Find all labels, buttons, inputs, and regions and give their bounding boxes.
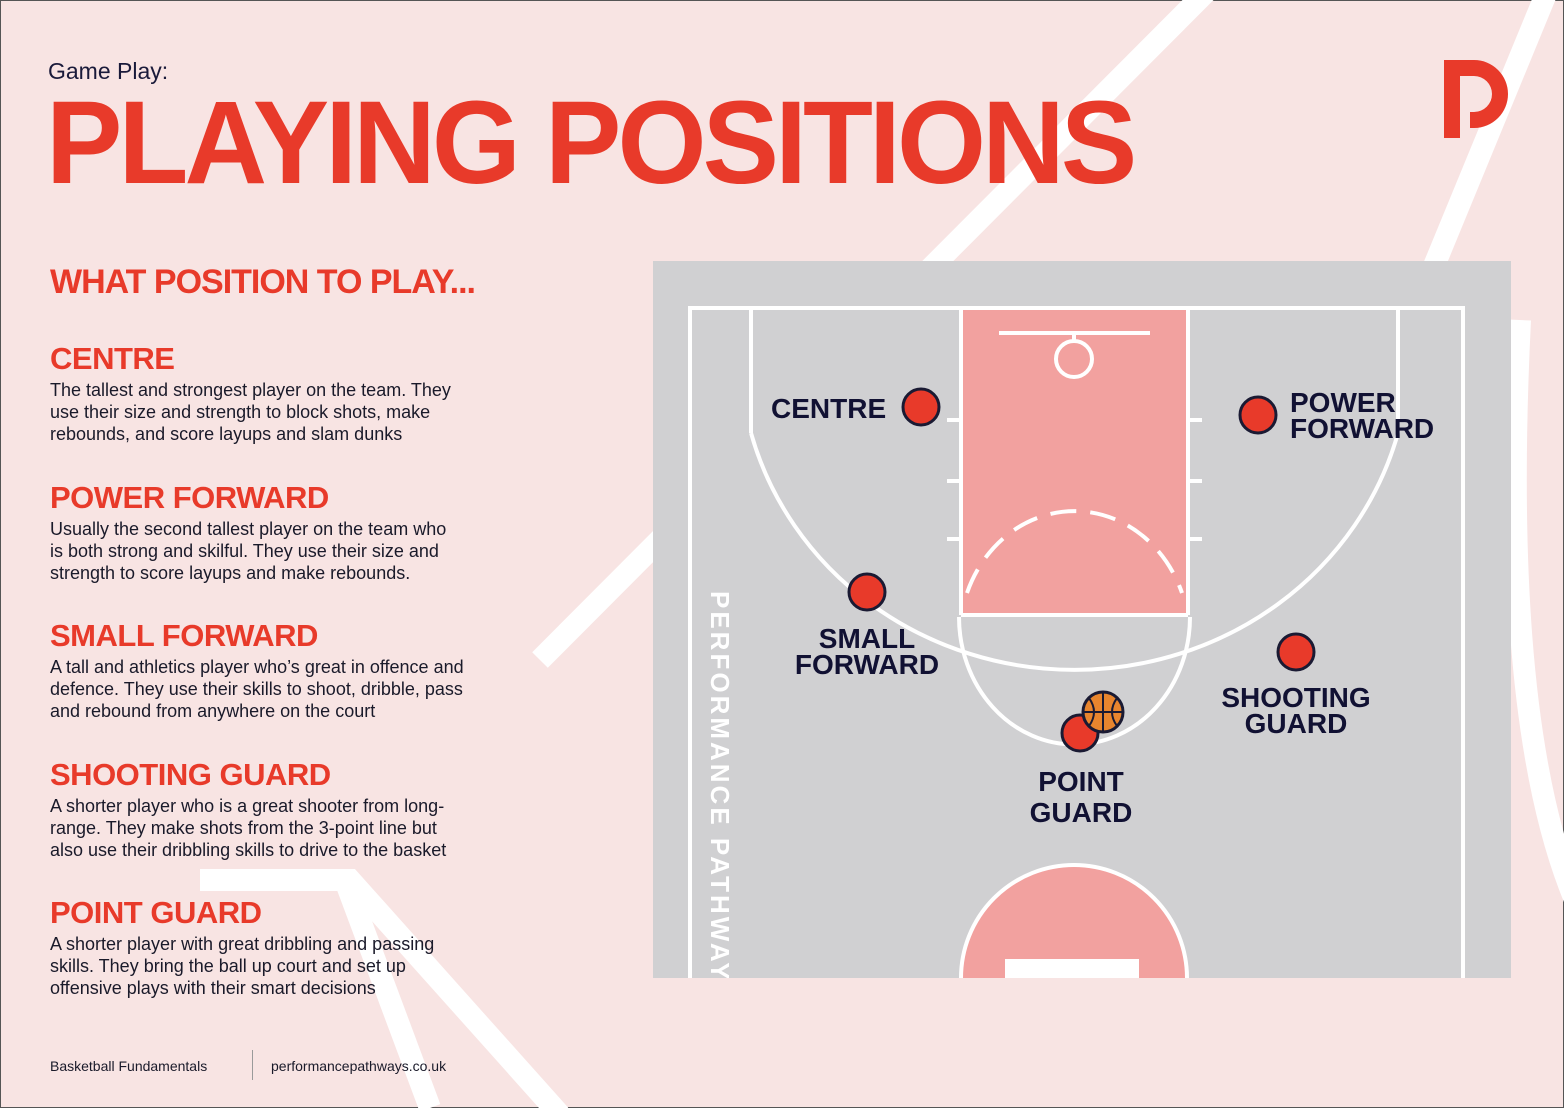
player-dot-icon [1276,632,1316,672]
player-dot-icon [901,387,941,427]
player-label-power-forward: FORWARD [1290,413,1434,444]
free-throw-circle-dashed [965,509,1184,594]
player-label-point-guard: GUARD [1030,797,1133,828]
body-line: and rebound from anywhere on the court [50,701,376,721]
body-line: also use their dribbling skills to drive… [50,840,447,860]
section-body: A shorter player with great dribbling an… [50,933,530,999]
section-heading: POWER FORWARD [50,480,329,515]
body-line: use their size and strength to block sho… [50,402,431,422]
position-section-point-guard: POINT GUARD A shorter player with great … [50,895,530,999]
basketball-icon [1081,690,1125,734]
section-heading: CENTRE [50,341,175,376]
body-line: A shorter player with great dribbling an… [50,934,435,954]
footer-website-link[interactable]: performancepathways.co.uk [271,1058,447,1074]
hoop [1054,339,1094,379]
player-label-point-guard: POINT [1038,766,1124,797]
body-line: is both strong and skilful. They use the… [50,541,439,561]
player-label-shooting-guard: GUARD [1245,708,1348,739]
section-body: A shorter player who is a great shooter … [50,795,530,861]
court-diagram: PERFORMANCE PATHWAYS CENTRE POWER FORWAR… [653,261,1511,978]
supertitle: Game Play: [48,58,169,84]
body-line: strength to score layups and make reboun… [50,563,411,583]
footer-brand: Basketball Fundamentals [50,1058,208,1074]
player-label-power-forward: POWER [1290,387,1396,418]
court-watermark: PERFORMANCE PATHWAYS [705,591,735,978]
d-logo-icon [1444,60,1508,138]
section-intro-heading: WHAT POSITION TO PLAY... [50,263,476,301]
player-label-centre: CENTRE [771,393,886,424]
body-line: A tall and athletics player who’s great … [50,657,464,677]
player-label-small-forward: SMALL [819,623,915,654]
position-section-small-forward: SMALL FORWARD A tall and athletics playe… [50,618,530,722]
body-line: A shorter player who is a great shooter … [50,796,445,816]
section-heading: SHOOTING GUARD [50,757,331,792]
centre-circle [961,865,1187,978]
section-body: Usually the second tallest player on the… [50,518,530,584]
position-section-centre: CENTRE The tallest and strongest player … [50,341,530,445]
body-line: skills. They bring the ball up court and… [50,956,406,976]
body-line: offensive plays with their smart decisio… [50,978,376,998]
three-point-line [749,432,1400,672]
page-title: PLAYING POSITIONS [46,77,1137,209]
position-section-power-forward: POWER FORWARD Usually the second tallest… [50,480,530,584]
player-dot-icon [1238,395,1278,435]
player-dot-icon [847,572,887,612]
player-label-small-forward: FORWARD [795,649,939,680]
body-line: defence. They use their skills to shoot,… [50,679,463,699]
section-body: The tallest and strongest player on the … [50,379,530,445]
key-area [961,308,1188,615]
court-boundary [688,306,1465,978]
section-heading: POINT GUARD [50,895,262,930]
position-section-shooting-guard: SHOOTING GUARD A shorter player who is a… [50,757,530,861]
body-line: rebounds, and score layups and slam dunk… [50,424,403,444]
body-line: The tallest and strongest player on the … [50,380,451,400]
body-line: range. They make shots from the 3-point … [50,818,437,838]
centre-marker [1005,959,1139,978]
section-body: A tall and athletics player who’s great … [50,656,530,722]
body-line: Usually the second tallest player on the… [50,519,447,539]
footer-divider [252,1050,253,1080]
section-heading: SMALL FORWARD [50,618,318,653]
player-label-shooting-guard: SHOOTING [1221,682,1370,713]
